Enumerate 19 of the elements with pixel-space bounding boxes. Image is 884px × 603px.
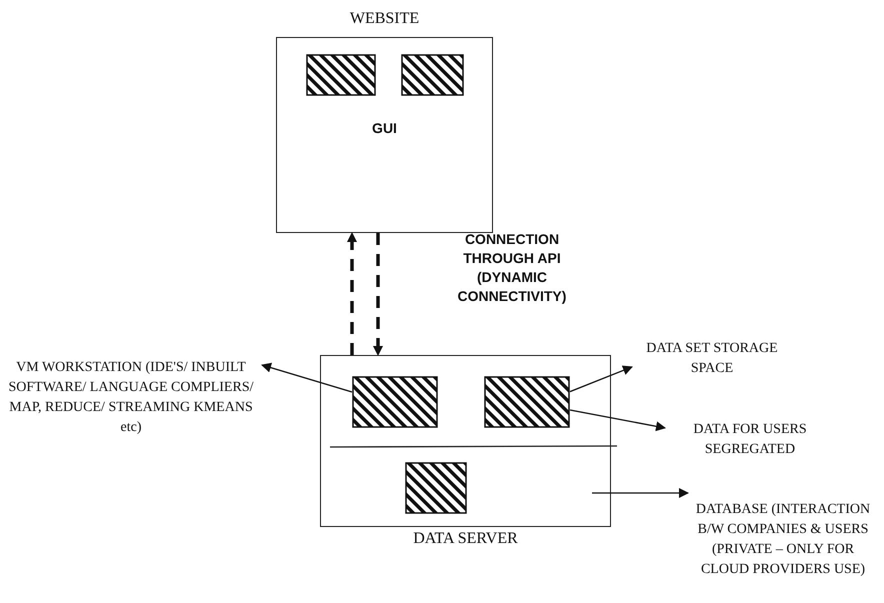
heading: DATA SERVER <box>413 530 518 548</box>
hatched-block <box>306 54 376 96</box>
arrow <box>261 362 352 393</box>
hatched-block <box>400 54 464 96</box>
hatched-block <box>404 462 466 514</box>
arrow <box>347 232 357 355</box>
annotation-text: DATA FOR USERS SEGREGATED <box>665 418 835 462</box>
annotation-text: DATA SET STORAGE SPACE <box>632 337 792 381</box>
annotation-text: VM WORKSTATION (IDE'S/ INBUILT SOFTWARE/ LANGUAGE COMPLIERS/ MAP, REDUCE/ STREAMING KMEANS etc) <box>0 346 262 450</box>
hatched-block <box>352 376 438 428</box>
annotation-text: DATABASE (INTERACTION B/W COMPANIES & USERS (PRIVATE – ONLY FOR CLOUD PROVIDERS USE) <box>688 478 878 602</box>
connection-label: CONNECTION THROUGH API (DYNAMIC CONNECTIVITY) <box>456 230 568 306</box>
panel-label: GUI <box>372 120 397 136</box>
heading: WEBSITE <box>350 10 420 28</box>
arrow <box>570 366 633 392</box>
hatched-block <box>484 376 570 428</box>
arrow <box>592 488 689 498</box>
arrow <box>373 233 383 356</box>
arrow <box>570 409 666 432</box>
